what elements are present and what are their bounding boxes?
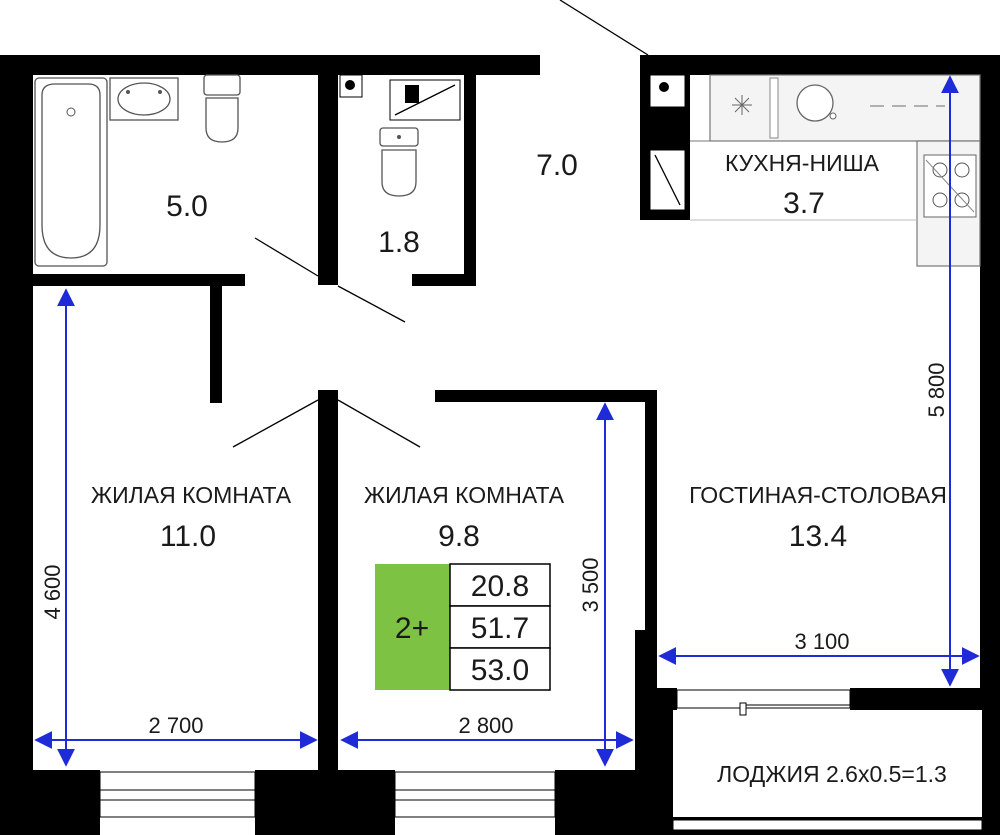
dim-right-vertical: 5 800	[924, 362, 949, 417]
toilet-icon-wc	[379, 127, 419, 197]
ventilation-shafts	[339, 74, 686, 211]
room-labels: 5.0 1.8 7.0 КУХНЯ-НИША 3.7 ЖИЛАЯ КОМНАТА…	[91, 149, 947, 787]
badge-total-with-loggia: 53.0	[471, 654, 529, 687]
kitchen-area: 3.7	[783, 187, 825, 220]
entrance-door	[559, 0, 649, 56]
bathtub	[34, 77, 108, 267]
bedroom-left-name: ЖИЛАЯ КОМНАТА	[91, 482, 292, 508]
dimension-lines	[34, 75, 980, 767]
kitchen-name: КУХНЯ-НИША	[725, 150, 880, 176]
bathroom-area: 5.0	[166, 190, 208, 223]
fan-icon	[732, 77, 779, 139]
badge-total-area: 51.7	[471, 612, 529, 645]
loggia-label: ЛОДЖИЯ 2.6х0.5=1.3	[717, 761, 947, 787]
dim-right-horizontal: 3 100	[794, 629, 849, 654]
dim-mid-vertical: 3 500	[578, 557, 603, 612]
badge-type-box	[375, 564, 450, 690]
dim-mid-horizontal: 2 800	[458, 713, 513, 738]
kitchen-sink-icon	[796, 84, 837, 122]
wc-area: 1.8	[378, 226, 420, 259]
walls	[0, 55, 1000, 835]
bedroom-mid-name: ЖИЛАЯ КОМНАТА	[364, 482, 565, 508]
dimension-labels: 4 600 2 700 3 500 2 800 5 800 3 100	[40, 362, 949, 738]
badge-living-area: 20.8	[471, 570, 529, 603]
hall-area: 7.0	[536, 149, 578, 182]
sink-icon	[109, 77, 179, 121]
dim-left-vertical: 4 600	[40, 564, 65, 619]
living-area: 13.4	[789, 520, 847, 553]
bedroom-left-area: 11.0	[160, 520, 216, 553]
windows	[99, 689, 983, 831]
toilet-icon-bathroom	[203, 74, 241, 143]
area-badge: 2+ 20.8 51.7 53.0	[375, 563, 551, 691]
badge-type: 2+	[395, 612, 429, 645]
dim-left-horizontal: 2 700	[148, 713, 203, 738]
living-name: ГОСТИНАЯ-СТОЛОВАЯ	[689, 482, 947, 508]
bedroom-mid-area: 9.8	[438, 520, 480, 553]
